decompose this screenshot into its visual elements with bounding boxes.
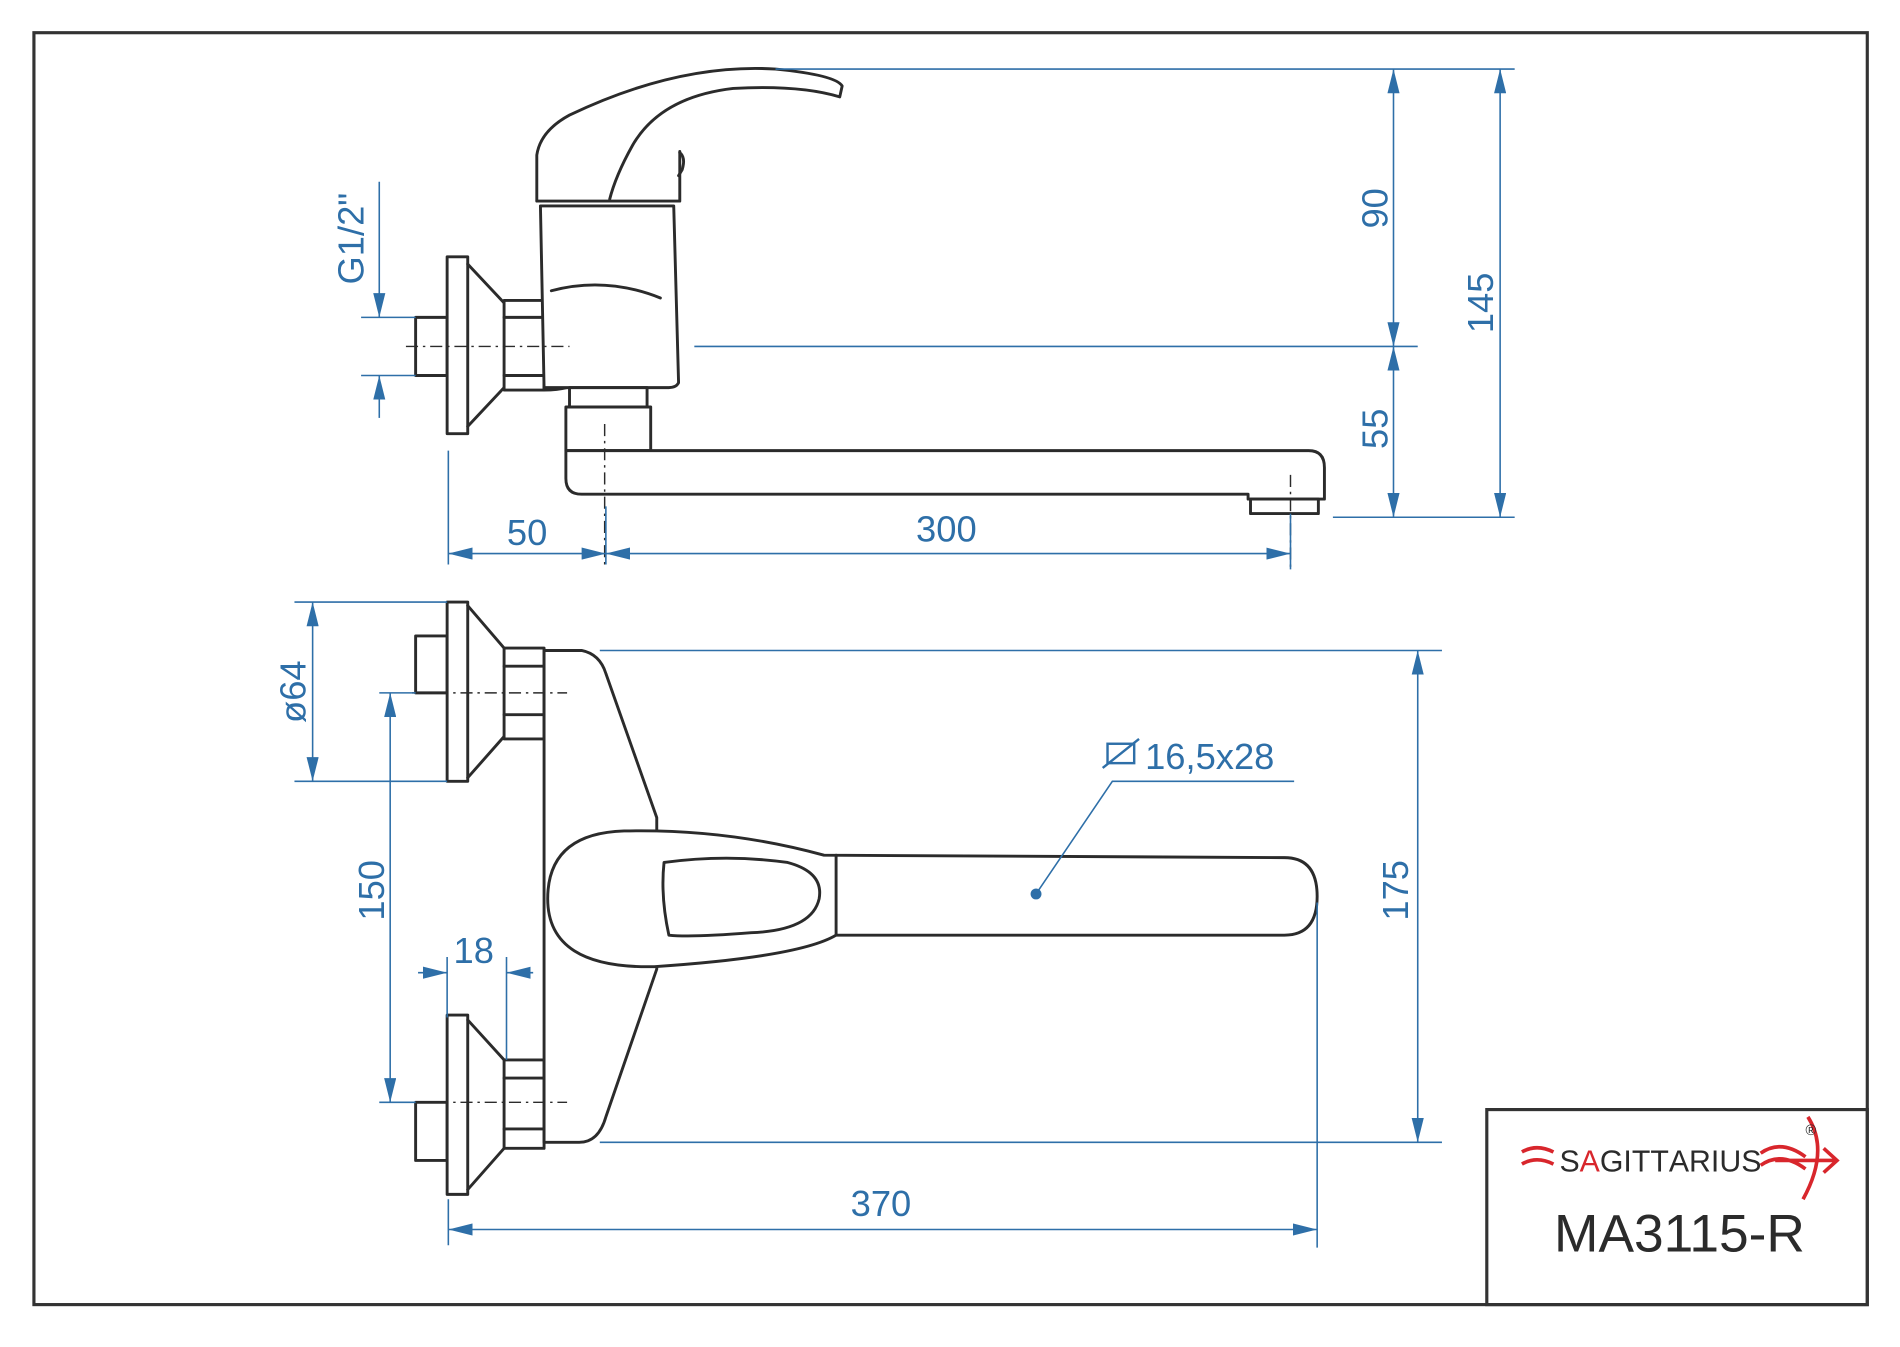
spout-section-label: 16,5x28 xyxy=(1145,736,1274,777)
side-view-faucet xyxy=(405,67,1326,570)
dim-18: 18 xyxy=(454,930,494,971)
dim-90: 90 xyxy=(1354,188,1395,228)
dim-300: 300 xyxy=(916,508,977,549)
dim-50: 50 xyxy=(507,512,547,553)
dim-145: 145 xyxy=(1460,273,1501,334)
top-view-dimensions: ø64 150 18 175 370 16,5x28 xyxy=(272,601,1442,1248)
title-block: SAGITTARIUS ® MA3115-R xyxy=(1485,1108,1869,1307)
dim-150: 150 xyxy=(351,860,392,921)
registered-mark: ® xyxy=(1805,1123,1816,1139)
thread-label: G1/2" xyxy=(331,193,372,285)
dim-55: 55 xyxy=(1354,409,1395,449)
drawing-frame xyxy=(32,31,1869,1307)
top-view-faucet xyxy=(411,600,1319,1196)
rectangular-section-icon xyxy=(1101,737,1140,769)
dim-diameter-64: ø64 xyxy=(272,660,313,723)
svg-text:SAGITTARIUS: SAGITTARIUS xyxy=(1560,1145,1762,1178)
side-view-dimensions: 90 55 145 G1/2" 50 300 xyxy=(331,68,1515,570)
dim-370: 370 xyxy=(851,1183,912,1224)
dim-175: 175 xyxy=(1375,860,1416,921)
model-number: MA3115-R xyxy=(1554,1204,1805,1263)
sagittarius-logo: SAGITTARIUS ® xyxy=(1521,1115,1840,1201)
